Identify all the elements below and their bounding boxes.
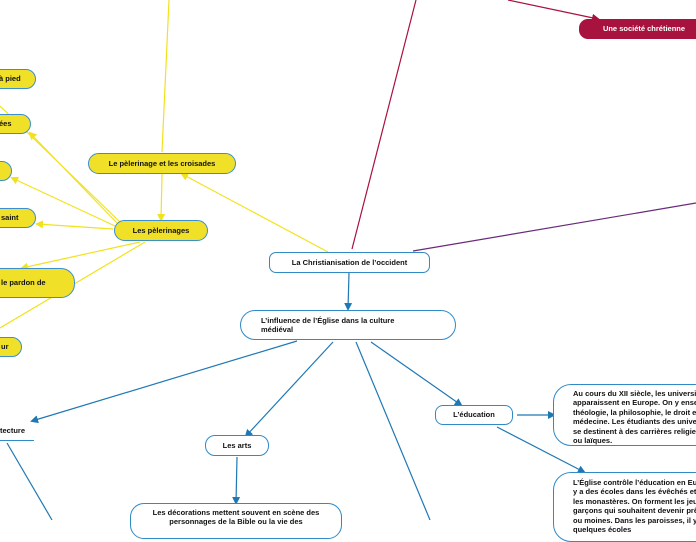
node-partial-3[interactable]: saint bbox=[0, 208, 36, 228]
node-label: La Christianisation de l’occident bbox=[291, 257, 408, 267]
node-label: ées bbox=[0, 119, 12, 129]
node-label: le pardon de bbox=[1, 278, 46, 288]
node-label: Le pèlerinage et les croisades bbox=[108, 158, 216, 168]
link-influence-down bbox=[355, 341, 431, 520]
link-education-church bbox=[496, 426, 586, 473]
node-label: L’Église contrôle l’éducation en Europe.… bbox=[573, 478, 696, 534]
node-partial-1[interactable]: à pied bbox=[0, 69, 36, 89]
node-arts-detail[interactable]: Les décorations mettent souvent en scène… bbox=[130, 503, 342, 539]
link-root-pilgrimage bbox=[180, 173, 329, 253]
node-influence[interactable]: L’influence de l’Église dans la culture … bbox=[240, 310, 456, 340]
link-architecture-down bbox=[6, 442, 53, 520]
node-partial-2[interactable]: ées bbox=[0, 114, 31, 134]
link-crusades-pilgrimages bbox=[157, 173, 166, 222]
connector-lines bbox=[0, 0, 696, 520]
node-label: Les arts bbox=[222, 440, 252, 450]
node-universities[interactable]: Au cours du XII siècle, les universités … bbox=[553, 384, 696, 446]
link-p-3 bbox=[10, 176, 116, 227]
link-root-right bbox=[412, 202, 696, 252]
node-label: ur bbox=[1, 342, 9, 352]
node-education[interactable]: L’éducation bbox=[435, 405, 513, 425]
link-p-2 bbox=[28, 131, 119, 225]
node-label: Les décorations mettent souvent en scène… bbox=[152, 508, 320, 527]
link-root-influence bbox=[344, 272, 353, 311]
node-label: saint bbox=[1, 213, 19, 223]
link-root-top bbox=[351, 0, 417, 250]
link-influence-arts bbox=[244, 341, 334, 438]
node-partial-5[interactable]: ur bbox=[0, 337, 22, 357]
node-root[interactable]: La Christianisation de l’occident bbox=[269, 252, 430, 273]
node-label: Les pèlerinages bbox=[132, 225, 190, 235]
link-arts-detail bbox=[232, 456, 241, 505]
node-label: Au cours du XII siècle, les universités … bbox=[573, 389, 696, 445]
node-label: Une société chrétienne bbox=[602, 24, 686, 34]
link-p-4 bbox=[35, 220, 114, 230]
link-top-pilgrimage bbox=[161, 0, 170, 153]
node-church-education[interactable]: L’Église contrôle l’éducation en Europe.… bbox=[553, 472, 696, 542]
link-influence-education bbox=[370, 341, 463, 407]
node-pilgrimages[interactable]: Les pèlerinages bbox=[114, 220, 208, 241]
node-label: L’influence de l’Église dans la culture … bbox=[261, 315, 395, 334]
link-to-society bbox=[507, 0, 600, 22]
node-arts[interactable]: Les arts bbox=[205, 435, 269, 456]
link-p-5 bbox=[20, 241, 141, 271]
link-influence-architecture bbox=[30, 340, 298, 424]
node-label: tecture bbox=[0, 425, 26, 435]
node-label: à pied bbox=[0, 74, 21, 84]
node-society[interactable]: Une société chrétienne bbox=[579, 19, 696, 39]
node-label: L’éducation bbox=[453, 410, 495, 420]
node-pilgrimage-crusades[interactable]: Le pèlerinage et les croisades bbox=[88, 153, 236, 174]
node-architecture[interactable]: tecture bbox=[0, 421, 34, 441]
node-partial-4[interactable]: le pardon de bbox=[0, 268, 75, 298]
